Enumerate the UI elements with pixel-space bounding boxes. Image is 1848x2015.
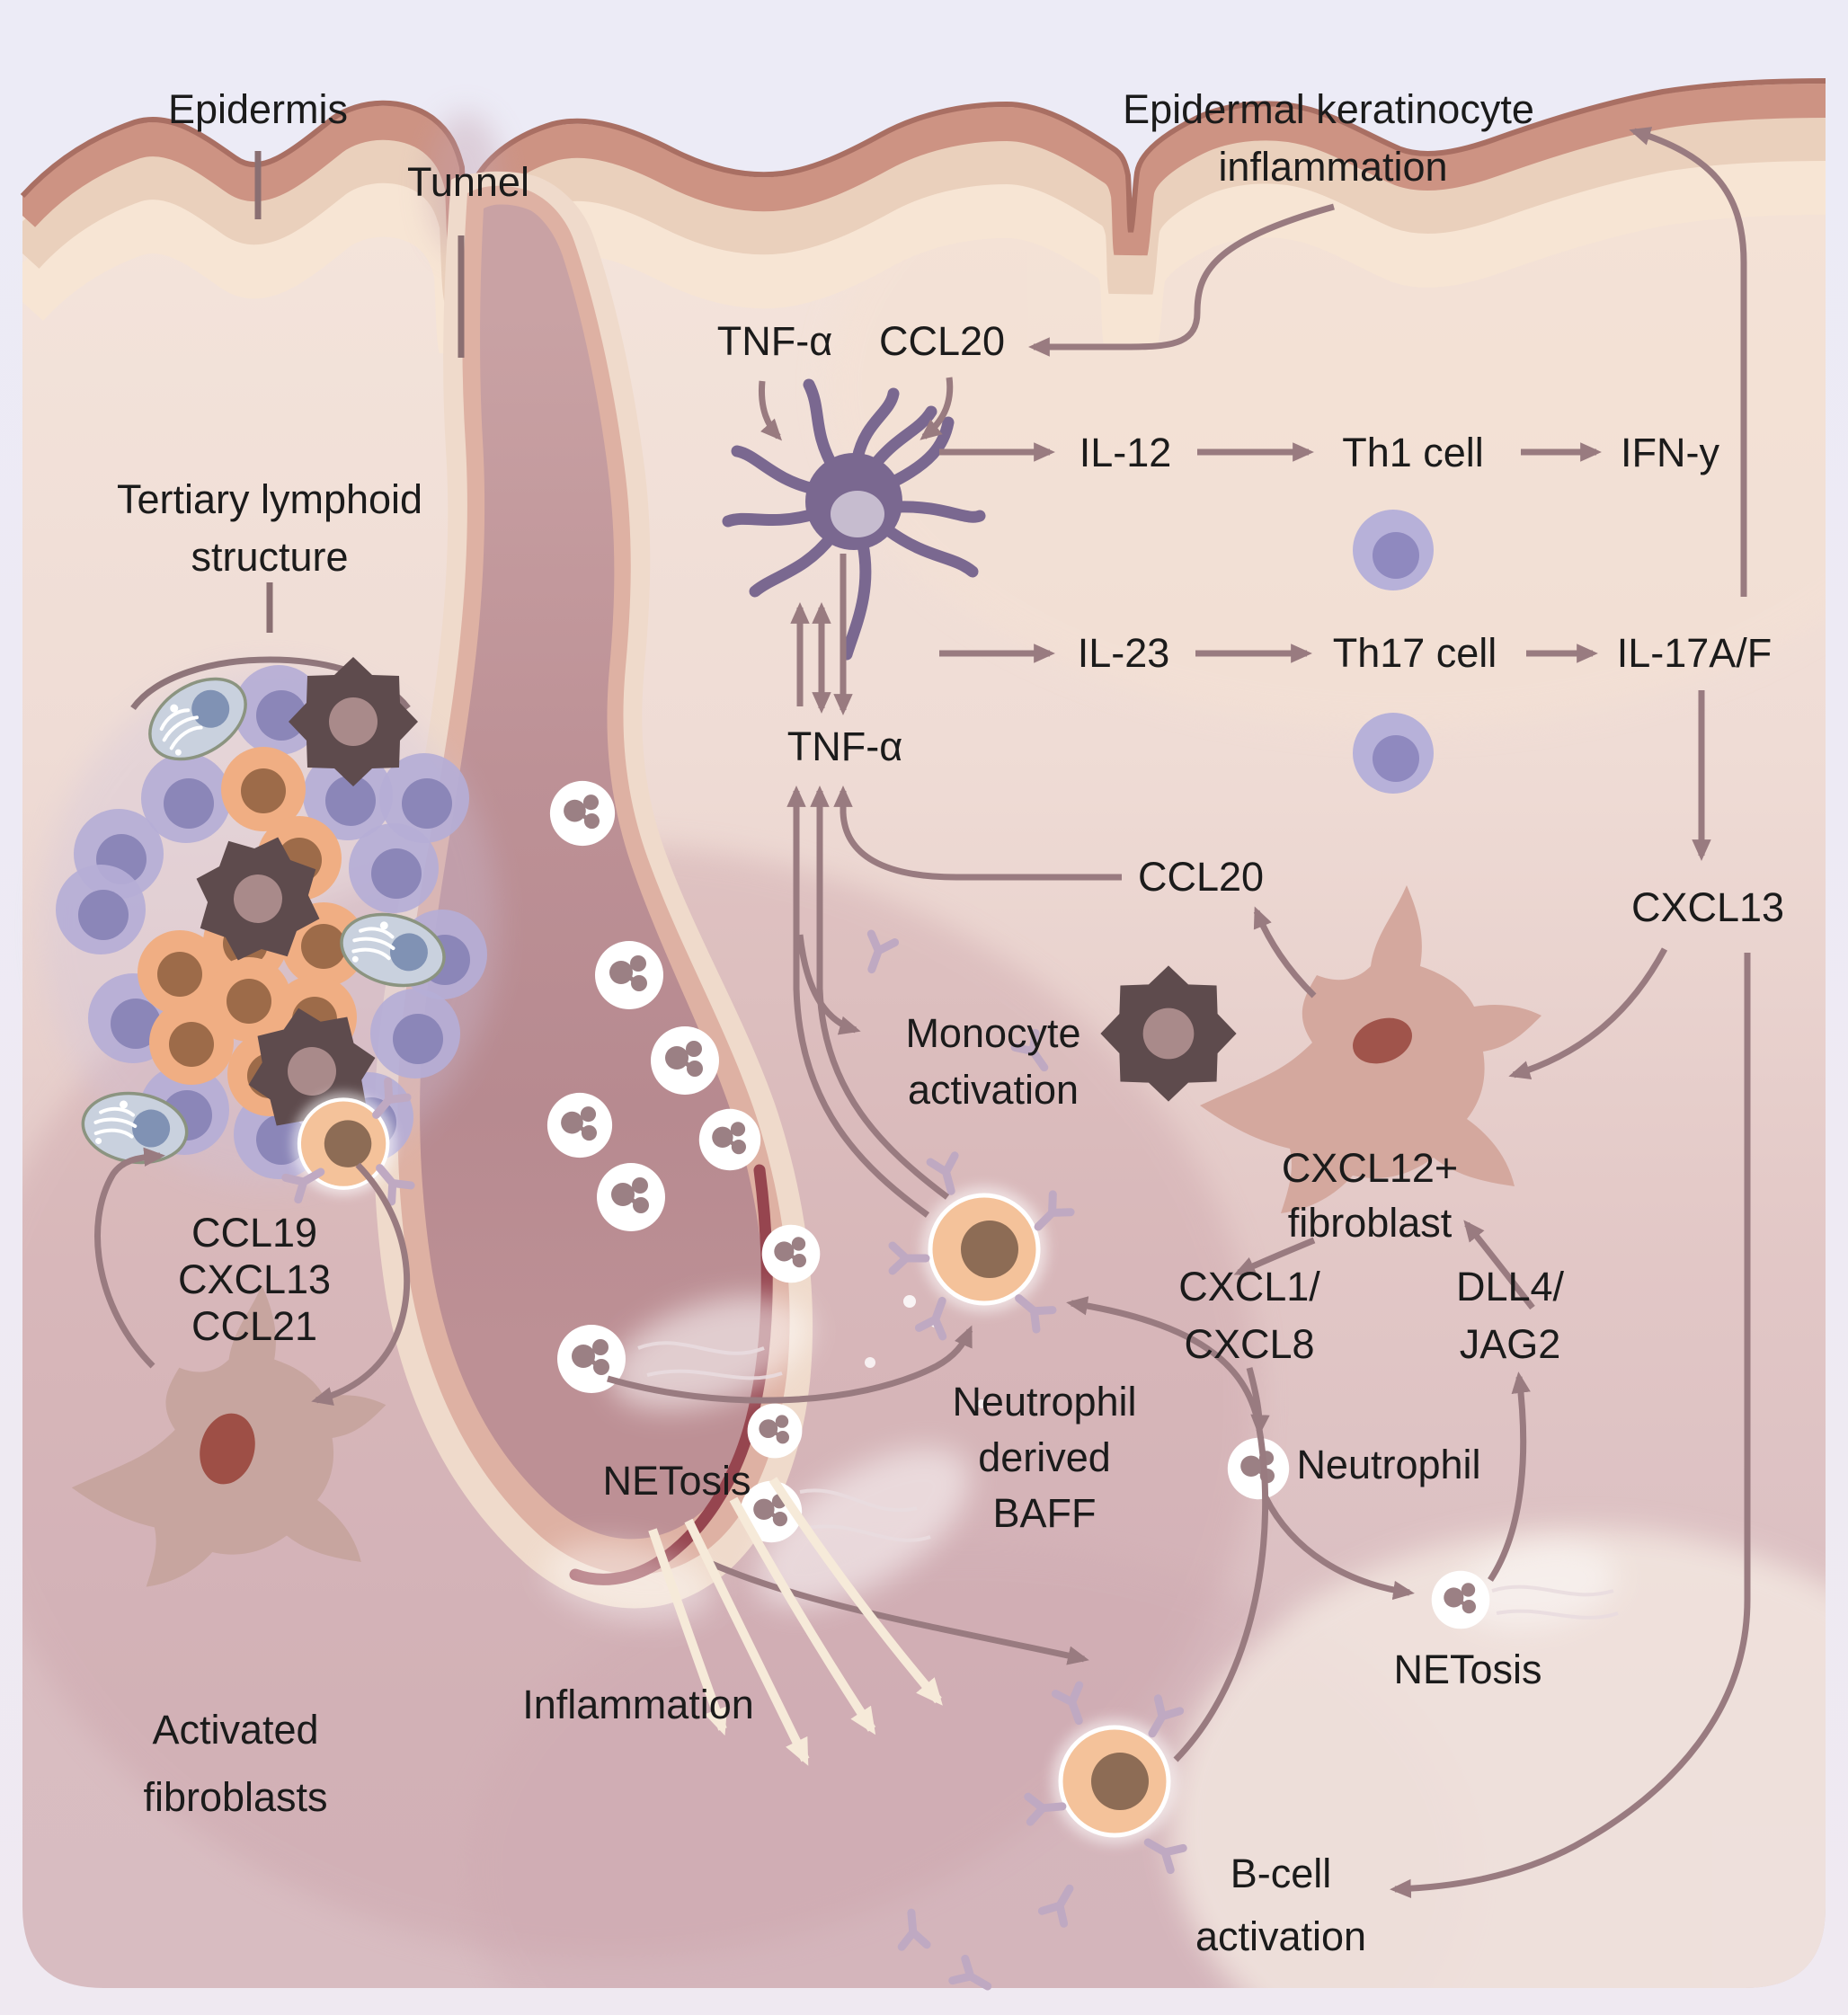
label-ccl21: CCL21: [191, 1303, 317, 1349]
epidermis-band-mid: [22, 116, 1826, 304]
label-bcell-line1: B-cell: [1231, 1851, 1332, 1896]
arrow-dll4-to-fibroblast: [1463, 1220, 1535, 1310]
label-neutrophil: Neutrophil: [1296, 1442, 1480, 1487]
white-lobed-cell-icon: [547, 1093, 612, 1158]
label-tnf-top: TNF-α: [717, 318, 832, 364]
white-lobed-cell-icon: [1432, 1571, 1490, 1629]
white-lobed-cell-icon: [699, 1109, 760, 1170]
label-bcell-line2: activation: [1195, 1913, 1366, 1959]
round-lavender-cell-icon: [56, 865, 146, 954]
tunnel-interior: [420, 204, 766, 1540]
arrow-keratinocyte-to-ccl20: [1028, 203, 1335, 357]
label-tls-line1: Tertiary lymphoid: [117, 476, 422, 522]
th17-cell-blob: [1353, 713, 1434, 794]
label-tunnel: Tunnel: [407, 159, 529, 205]
label-baff-line1: Neutrophil: [952, 1379, 1136, 1425]
white-lobed-cell-icon: [595, 941, 663, 1009]
tertiary-lymphoid-structure: [40, 657, 499, 1202]
orange-cell-icon: [149, 1000, 234, 1085]
label-activated-line1: Activated: [152, 1707, 318, 1753]
label-dll4-line1: DLL4/: [1456, 1264, 1565, 1309]
label-cxcl1-line2: CXCL8: [1184, 1321, 1314, 1367]
arrow-lower-bcell-to-upper-bcell: [1066, 1296, 1269, 1762]
arrow-cxcl13-to-fibroblast: [1508, 947, 1668, 1079]
white-arrow-icon: [684, 1518, 810, 1766]
white-arrow-icon: [648, 1528, 728, 1736]
white-arrow-icon: [769, 1477, 943, 1706]
netosis-wisps: [545, 1295, 986, 1622]
label-baff-line3: BAFF: [992, 1490, 1096, 1536]
arrow-baff-to-tnf1: [786, 786, 930, 1218]
label-cxcl12-line2: fibroblast: [1288, 1200, 1453, 1246]
label-cxcl13-left: CXCL13: [178, 1256, 331, 1302]
label-inflammation: Inflammation: [522, 1682, 754, 1727]
label-monocyte-line2: activation: [908, 1067, 1079, 1113]
fibroblast-nucleus: [200, 1413, 255, 1485]
arrow-nets-to-lower-bcell: [710, 1560, 1089, 1665]
arrow-baff-to-tnf2: [810, 786, 950, 1200]
label-tls-line2: structure: [191, 534, 348, 580]
label-th17-cell: Th17 cell: [1333, 630, 1497, 676]
white-lobed-cell-icon: [1228, 1438, 1289, 1499]
fibroblast-nucleus: [1353, 1017, 1412, 1064]
label-ccl20-top: CCL20: [879, 318, 1005, 364]
th1-cell-blob: [1353, 510, 1434, 590]
white-lobed-cell-icon: [651, 1026, 719, 1095]
white-lobed-cell-icon: [748, 1404, 803, 1459]
arrow-tnf-to-dc: [758, 380, 783, 441]
net-release-arrows: [648, 1477, 943, 1766]
label-netosis-right: NETosis: [1393, 1647, 1541, 1692]
arrow-fibroblast-to-cxcl1: [1233, 1237, 1316, 1276]
label-il23: IL-23: [1078, 630, 1170, 676]
label-epidermis: Epidermis: [168, 86, 348, 132]
label-activated-line2: fibroblasts: [143, 1774, 327, 1820]
label-ifny: IFN-y: [1621, 430, 1719, 475]
arrow-il17-to-keratinocyte: [1629, 127, 1747, 597]
label-cxcl12-line1: CXCL12+: [1282, 1145, 1458, 1191]
label-cxcl1-line1: CXCL1/: [1178, 1264, 1320, 1309]
epidermis-band-light: [22, 159, 1826, 353]
arrow-netosis-to-bcell-baff: [607, 1325, 973, 1404]
white-lobed-cell-icon: [762, 1225, 821, 1283]
arrow-tnf-to-monocyte: [796, 934, 861, 1035]
stratum-corneum: [22, 84, 1826, 265]
skin-surface-line: [20, 78, 1826, 242]
round-lavender-cell-icon: [370, 989, 460, 1079]
arrow-fibroblast-to-ccl20: [1253, 906, 1317, 999]
labels: Epidermis Tunnel Tertiary lymphoid struc…: [117, 86, 1784, 1959]
arrow-cxcl13-to-bcell-activation: [1390, 953, 1751, 1899]
label-il12: IL-12: [1079, 430, 1172, 475]
label-th1-cell: Th1 cell: [1342, 430, 1484, 475]
arrow-tls-to-fibroblast: [311, 1162, 411, 1407]
arrow-ccl20-to-dc: [920, 377, 954, 440]
dark-spiky-cell-icon: [289, 657, 418, 786]
label-keratinocyte-line2: inflammation: [1218, 144, 1447, 190]
b-cell-lower: [1052, 1718, 1177, 1844]
arrow-neutrophil-to-netosis: [1262, 1496, 1415, 1601]
arrow-ccl20-to-tnf: [833, 786, 1122, 881]
label-il17: IL-17A/F: [1617, 630, 1772, 676]
tunnel: [374, 112, 813, 1609]
white-arrow-icon: [729, 1496, 876, 1735]
dark-spiky-cell-icon: [1100, 965, 1237, 1102]
label-cxcl13-right: CXCL13: [1631, 884, 1784, 930]
label-monocyte-line1: Monocyte: [905, 1010, 1080, 1056]
label-baff-line2: derived: [978, 1434, 1111, 1480]
label-ccl20-mid: CCL20: [1138, 854, 1264, 900]
white-lobed-cell-icon: [597, 1163, 665, 1231]
label-ccl19: CCL19: [191, 1210, 317, 1256]
arrows: [94, 127, 1751, 1899]
label-keratinocyte-line1: Epidermal keratinocyte: [1123, 86, 1534, 132]
arrow-fibroblast-to-tls: [94, 1147, 165, 1369]
label-tnf-mid: TNF-α: [787, 723, 902, 769]
label-netosis-left: NETosis: [602, 1458, 751, 1504]
arrow-netosis-to-dll4: [1488, 1371, 1531, 1582]
round-lavender-cell-icon: [349, 823, 439, 913]
b-cell-upper: [921, 1186, 1047, 1312]
white-lobed-cell-icon: [550, 781, 615, 846]
label-dll4-line2: JAG2: [1460, 1321, 1561, 1367]
